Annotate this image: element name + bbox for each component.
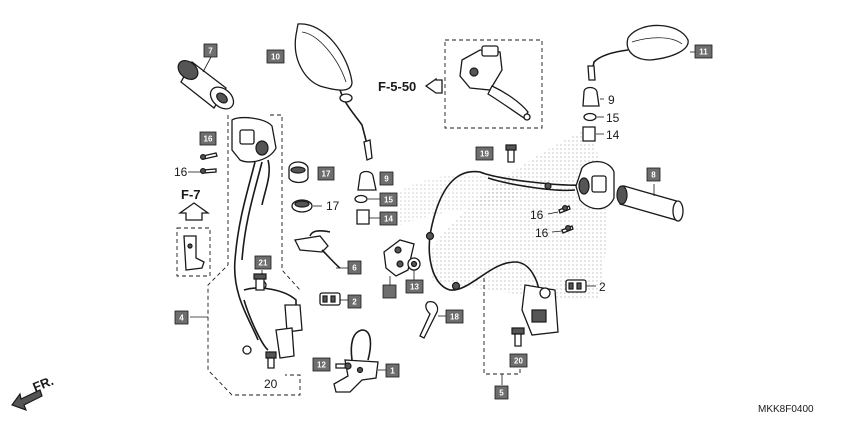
callout-13-text: 13 <box>410 283 419 292</box>
callout-6: 6 <box>347 260 362 275</box>
right-mirror <box>587 24 695 81</box>
wing-watermark <box>430 128 609 300</box>
callout-20-right: 20 <box>509 353 528 368</box>
callout-3-box <box>382 284 397 299</box>
front-indicator-label: FR. <box>31 373 56 395</box>
bolt-21 <box>253 270 267 291</box>
label-14-right: 14 <box>606 128 620 142</box>
callout-21: 21 <box>254 255 272 270</box>
label-9-right: 9 <box>608 93 615 107</box>
callout-2-left-text: 2 <box>352 298 357 307</box>
f7-bracket <box>183 235 205 271</box>
callout-5-text: 5 <box>499 389 504 398</box>
callout-1: 1 <box>385 363 400 378</box>
callout-12-text: 12 <box>317 361 326 370</box>
callout-20-right-text: 20 <box>514 357 523 366</box>
callout-12: 12 <box>312 357 331 372</box>
callout-16-left-text: 16 <box>204 135 213 144</box>
f7-bracket-frame <box>176 227 211 277</box>
callout-1-text: 1 <box>390 367 395 376</box>
screw-16-left-upper <box>200 152 218 161</box>
washer-15-left <box>354 194 380 204</box>
ref-arrow-up <box>177 202 211 221</box>
clutch-switch <box>294 230 348 269</box>
callout-13: 13 <box>405 279 424 294</box>
cap-9-right <box>582 86 604 107</box>
callout-9-left: 9 <box>379 171 394 186</box>
bracket-1 <box>333 329 386 393</box>
callout-11: 11 <box>694 44 713 59</box>
ref-wire-harness: F-7 <box>181 187 201 202</box>
bracket-3 <box>383 239 415 285</box>
callout-19-text: 19 <box>480 150 489 159</box>
throttle-cable <box>425 170 581 336</box>
front-direction-arrow <box>11 389 43 412</box>
callout-9-left-text: 9 <box>384 175 389 184</box>
right-switch-housing <box>575 161 615 210</box>
nut-14-left <box>356 209 380 225</box>
ref-arrow-left <box>424 77 443 94</box>
left-grip <box>177 56 235 110</box>
bolt-20-left <box>265 351 277 369</box>
master-cylinder <box>459 45 531 121</box>
callout-7: 7 <box>203 43 218 58</box>
label-16-right-lower: 16 <box>535 226 549 240</box>
callout-17-upper-text: 17 <box>322 170 331 179</box>
left-switch-assembly <box>231 116 303 359</box>
callout-2-left: 2 <box>347 294 362 309</box>
callout-4: 4 <box>174 310 189 325</box>
callout-4-text: 4 <box>179 314 184 323</box>
master-cylinder-frame <box>444 39 543 129</box>
holder-2-left <box>319 292 348 306</box>
label-16-right-upper: 16 <box>530 208 544 222</box>
left-mirror <box>294 23 373 161</box>
label-17-lower: 17 <box>326 199 340 213</box>
clip-13 <box>407 257 421 280</box>
label-15-right: 15 <box>606 111 620 125</box>
label-16-left: 16 <box>174 165 188 179</box>
callout-5: 5 <box>494 385 509 400</box>
clamp-17-upper <box>288 161 309 184</box>
holder-2-right <box>565 279 596 293</box>
ref-master-cylinder: F-5-50 <box>378 79 416 94</box>
callout-21-text: 21 <box>259 259 268 268</box>
screw-19 <box>505 144 517 163</box>
diagram-code: MKK8F0400 <box>758 404 814 415</box>
wing-watermark-lower <box>395 173 520 225</box>
callout-6-text: 6 <box>352 264 357 273</box>
screw-12 <box>335 362 352 370</box>
cable-tie-18 <box>419 301 446 339</box>
clamp-17-lower <box>291 199 322 213</box>
callout-11-text: 11 <box>699 48 708 57</box>
nut-14-right <box>582 126 604 142</box>
callout-15-left: 15 <box>379 192 398 207</box>
label-2-right: 2 <box>599 280 606 294</box>
cap-9-left <box>357 170 377 191</box>
bolt-20-right <box>511 327 525 347</box>
assembly-4-bracket <box>207 114 301 396</box>
label-20-left: 20 <box>264 377 278 391</box>
callout-14-left-text: 14 <box>384 215 393 224</box>
screw-16-left-lower <box>188 168 217 175</box>
callout-15-left-text: 15 <box>384 196 393 205</box>
callout-17-upper: 17 <box>317 166 335 181</box>
callout-8-text: 8 <box>651 171 656 180</box>
callout-18-text: 18 <box>450 313 459 322</box>
screw-16-right-upper <box>547 205 571 215</box>
callout-18: 18 <box>445 309 464 324</box>
callout-14-left: 14 <box>379 211 398 226</box>
callout-19: 19 <box>475 146 494 161</box>
callout-8: 8 <box>646 167 661 182</box>
washer-15-right <box>583 112 604 122</box>
callout-10: 10 <box>266 49 285 64</box>
callout-7-text: 7 <box>208 47 213 56</box>
callout-16-left: 16 <box>199 131 217 146</box>
callout-10-text: 10 <box>271 53 280 62</box>
screw-16-right-lower <box>551 225 574 234</box>
right-grip <box>616 184 684 222</box>
